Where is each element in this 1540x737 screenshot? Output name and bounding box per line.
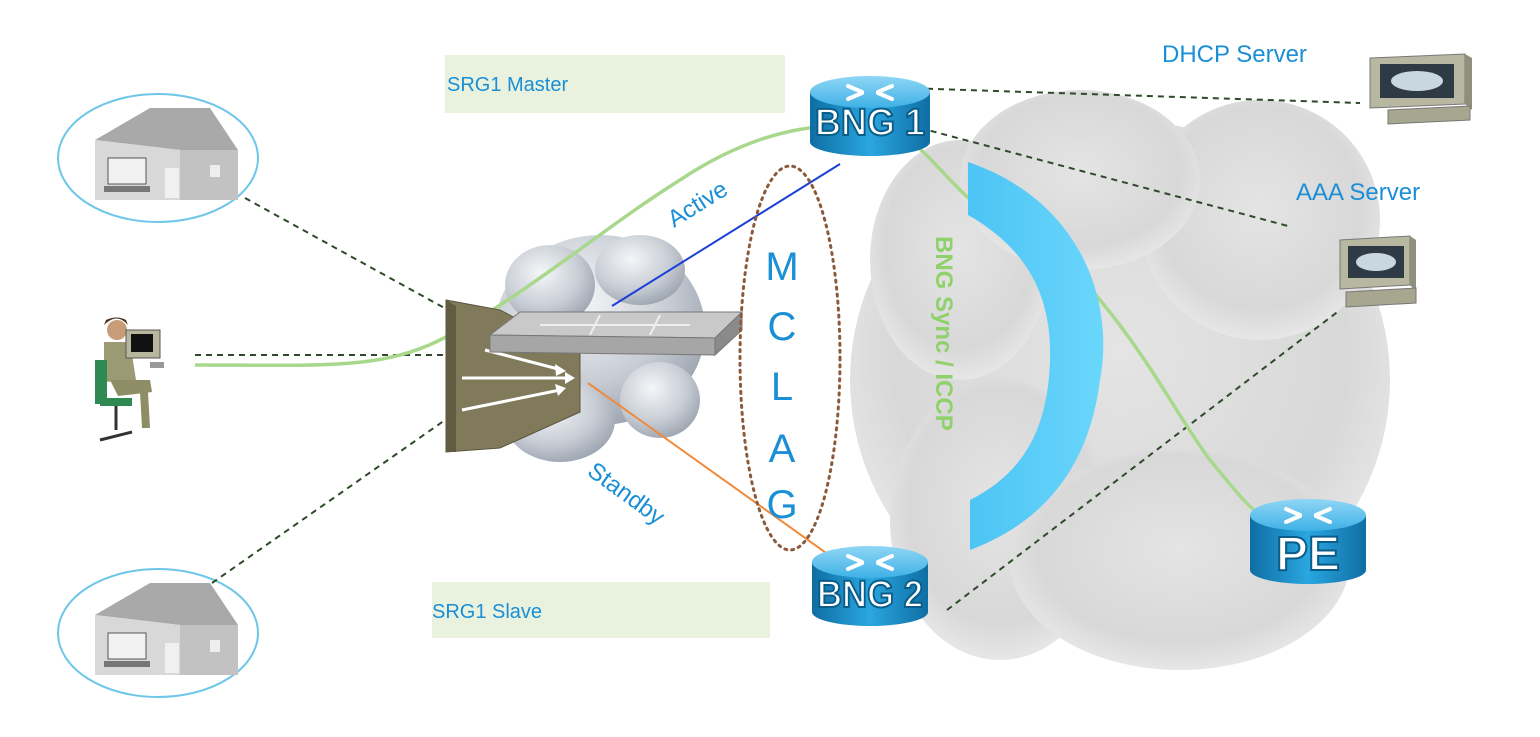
dhcp-server-icon [1369, 53, 1472, 125]
mclag-ring [738, 164, 842, 552]
standby-label: Standby [582, 457, 669, 531]
mclag-letter: C [768, 305, 797, 349]
bng-sync-iccp-label: BNG Sync / ICCP [930, 236, 957, 431]
standby-link [587, 382, 837, 561]
bng1-router: BNG 1 [810, 76, 930, 156]
house-bottom [57, 568, 259, 698]
srg-slave-band [432, 582, 770, 638]
access-switch [445, 299, 744, 453]
iccp-sync-arc [968, 162, 1104, 550]
aaa-server-label: AAA Server [1296, 179, 1420, 206]
computer-icon [107, 632, 147, 660]
srg-master-band [445, 55, 785, 113]
bng2-label: BNG 2 [817, 574, 923, 616]
srg-master-label: SRG1 Master [447, 74, 568, 96]
mclag-letter: A [769, 427, 796, 471]
pe-label: PE [1276, 528, 1340, 581]
mclag-letter: M [765, 245, 798, 289]
user-workstation-icon [95, 317, 164, 442]
dhcp-server-label: DHCP Server [1162, 41, 1307, 68]
srg-slave-label: SRG1 Slave [432, 601, 542, 623]
mclag-label: M C L A G [765, 245, 798, 527]
mclag-letter: G [766, 483, 797, 527]
house-top [57, 93, 259, 223]
pe-router: PE [1250, 499, 1366, 584]
mclag-letter: L [771, 365, 793, 409]
bng1-label: BNG 1 [815, 102, 925, 144]
computer-icon [107, 157, 147, 185]
aaa-server-icon [1339, 235, 1417, 308]
bng2-router: BNG 2 [812, 546, 928, 626]
active-link [611, 163, 841, 307]
